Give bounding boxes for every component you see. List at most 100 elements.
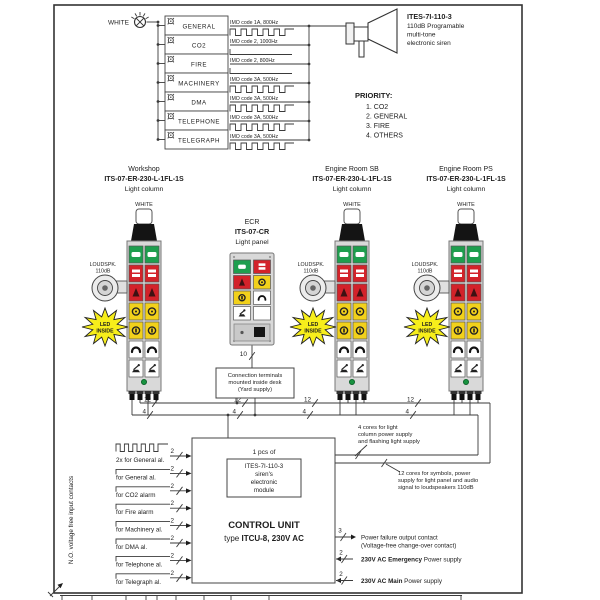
panel-cable-slash bbox=[248, 351, 256, 361]
channel-label: MACHINERY bbox=[178, 80, 220, 87]
cable-gland bbox=[136, 391, 144, 394]
column-cell-general bbox=[352, 245, 368, 264]
output-1-line-1: Power failure output contact bbox=[361, 535, 438, 542]
channel-label: TELEPHONE bbox=[178, 118, 220, 125]
junction-dot bbox=[226, 413, 230, 417]
loudspeaker-1: LOUDSPK.110dB bbox=[90, 262, 128, 302]
column-cell-machinery bbox=[144, 302, 160, 321]
column-cell-co2 bbox=[128, 264, 144, 283]
machinery-icon bbox=[343, 310, 345, 313]
led-badge-text: LED bbox=[422, 322, 433, 328]
strobe-dome bbox=[135, 208, 153, 225]
dma-icon bbox=[457, 328, 459, 333]
input-signal-line bbox=[115, 555, 170, 562]
priority-item-1: 1. CO2 bbox=[366, 104, 388, 111]
telegraph-icon bbox=[475, 364, 478, 367]
junction-dot bbox=[156, 138, 160, 141]
drawing-frame bbox=[53, 4, 523, 594]
note12-line-1: 12 cores for symbols, power bbox=[398, 471, 471, 477]
column-cell-co2 bbox=[352, 264, 368, 283]
co2-icon bbox=[340, 274, 348, 277]
module-qty: 1 pcs of bbox=[253, 449, 276, 456]
speaker-label: 110dB bbox=[304, 269, 319, 275]
control-unit-type: type ITCU-8, 230V AC bbox=[224, 534, 304, 543]
cell-bg bbox=[450, 264, 466, 283]
column-cell-fire bbox=[450, 283, 466, 302]
module-line-1: ITES-7I-110-3 bbox=[245, 463, 284, 470]
dma-icon bbox=[469, 326, 479, 335]
machinery-icon bbox=[339, 307, 349, 316]
terminals-line-1: Connection terminals bbox=[228, 373, 283, 379]
sounder-icon bbox=[167, 36, 175, 44]
output-2-label-rest: Power supply bbox=[422, 557, 462, 564]
input-row-8: for Telegraph al.2 bbox=[115, 570, 192, 586]
speaker-label: LOUDSPK. bbox=[90, 262, 117, 268]
co2-icon bbox=[148, 274, 156, 277]
column-cell-telegraph bbox=[450, 359, 466, 378]
output-2-cores: 2 bbox=[339, 550, 343, 557]
cell-bg bbox=[128, 359, 144, 378]
junction-dot bbox=[156, 100, 160, 103]
bus4-core-count: 4 bbox=[405, 409, 409, 416]
channel-label: GENERAL bbox=[182, 23, 215, 30]
strobe-base bbox=[453, 224, 479, 241]
cell-bg bbox=[336, 340, 352, 359]
sounder-icon bbox=[167, 93, 175, 101]
imo-code-label: IMO code 3A, 500Hz bbox=[230, 96, 279, 102]
channel-label: TELEGRAPH bbox=[178, 137, 220, 144]
telegraph-icon bbox=[238, 314, 246, 317]
input-signal-line bbox=[115, 503, 170, 510]
machinery-icon bbox=[469, 307, 479, 316]
waveform-pulse bbox=[229, 104, 294, 112]
column-cell-machinery bbox=[466, 302, 482, 321]
cell-bg bbox=[352, 359, 368, 378]
loudspeaker-icon bbox=[310, 285, 316, 291]
speaker-label: LOUDSPK. bbox=[298, 262, 325, 268]
co2-icon bbox=[258, 267, 266, 270]
output-2-label: 230V AC Emergency Power supply bbox=[361, 557, 462, 564]
bus4-core-count: 4 bbox=[142, 409, 146, 416]
cell-bg bbox=[144, 340, 160, 359]
sounder-icon bbox=[167, 17, 175, 25]
ecr-light-panel bbox=[229, 252, 275, 346]
led-badge-text: INSIDE bbox=[96, 329, 114, 335]
input-signal-line bbox=[115, 521, 170, 527]
column-cell-general bbox=[336, 245, 352, 264]
note4-line-3: and flashing light supply bbox=[358, 439, 420, 445]
co2-icon bbox=[356, 274, 364, 277]
machinery-icon bbox=[359, 310, 361, 313]
telegraph-icon bbox=[345, 364, 348, 367]
input-row-label: for Telegraph al. bbox=[116, 579, 161, 586]
machinery-icon bbox=[258, 278, 266, 287]
flash-lamp-icon bbox=[131, 12, 149, 29]
input-waveform bbox=[115, 443, 168, 452]
fire-icon bbox=[239, 278, 245, 286]
column-model: ITS-07-ER-230-L-1FL-1S bbox=[312, 176, 392, 183]
sounder-icon bbox=[167, 131, 175, 139]
bus12-core-count: 12 bbox=[304, 397, 312, 404]
panel-cell-telegraph bbox=[233, 306, 251, 321]
output-main-supply: 2 230V AC Main Power supply bbox=[336, 571, 443, 585]
light-column-3: Engine Room PSITS-07-ER-230-L-1FL-1SLigh… bbox=[426, 166, 506, 400]
input-core-count: 2 bbox=[170, 500, 174, 507]
cable-gland bbox=[145, 394, 151, 400]
bus4-core-count: 4 bbox=[232, 409, 236, 416]
co2-icon bbox=[132, 269, 140, 273]
waveform-pulse bbox=[229, 28, 294, 36]
column-cell-telegraph bbox=[144, 359, 160, 378]
column-cell-machinery bbox=[450, 302, 466, 321]
module-line-3: electronic bbox=[251, 479, 277, 486]
input-arrow bbox=[186, 453, 192, 459]
starburst-icon bbox=[403, 306, 451, 348]
cell-bg bbox=[253, 259, 271, 274]
control-unit-type-prefix: type bbox=[224, 534, 241, 543]
siren-desc-3: electronic siren bbox=[407, 40, 451, 47]
fire-icon bbox=[340, 288, 348, 297]
column-cell-general bbox=[144, 245, 160, 264]
input-core-slash bbox=[176, 521, 183, 530]
module-box bbox=[226, 458, 302, 498]
